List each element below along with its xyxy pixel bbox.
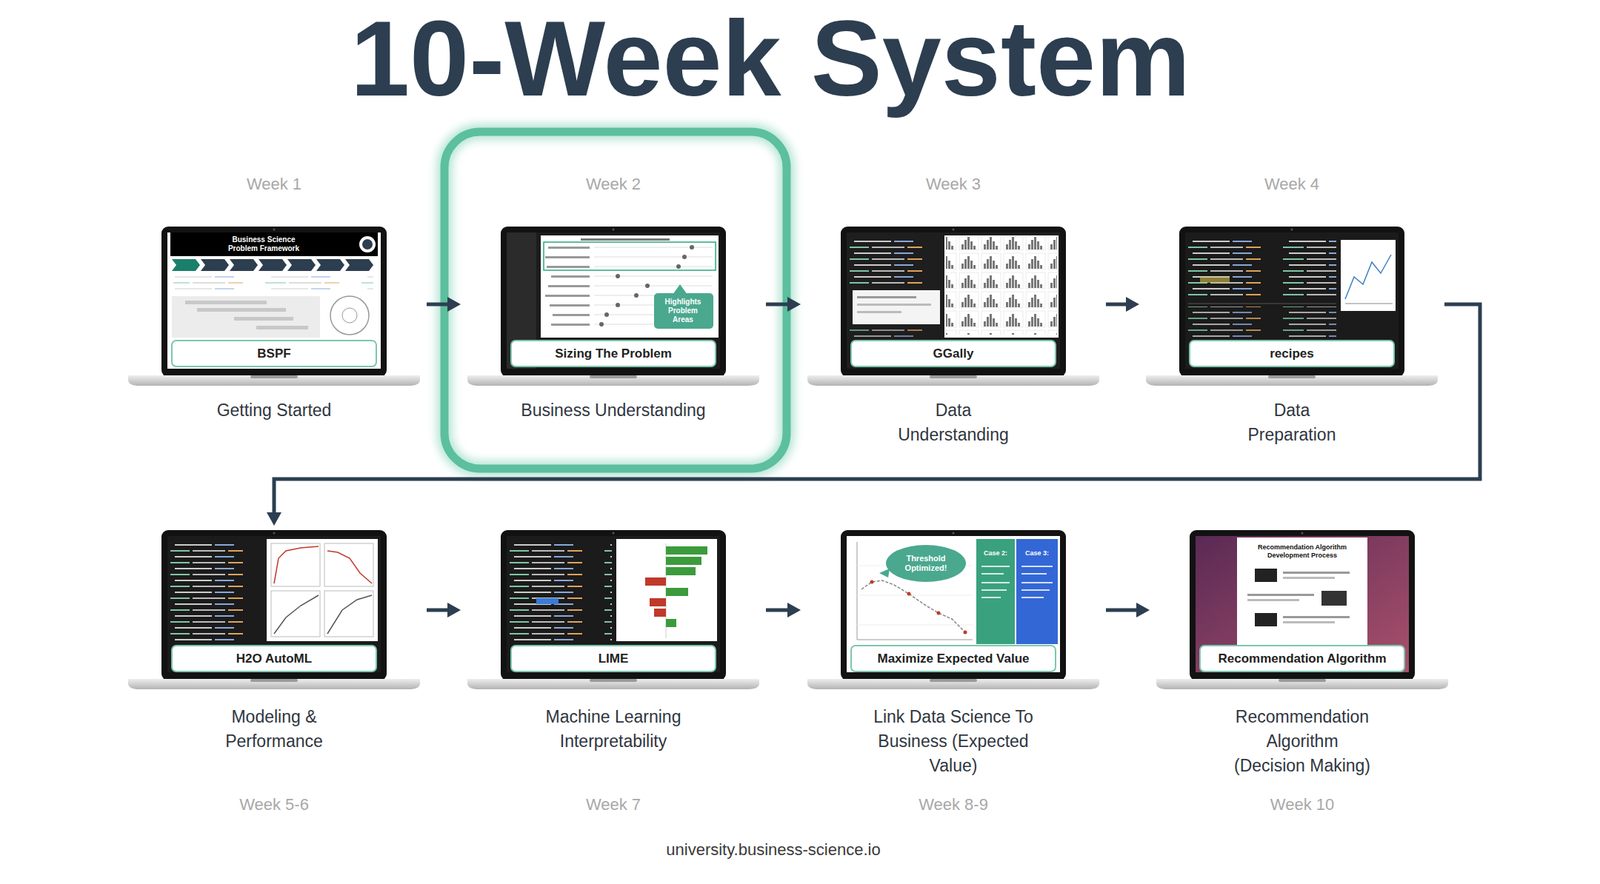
highlight-frame xyxy=(444,131,787,469)
slide-heading: Business Science Problem Framework xyxy=(221,235,307,254)
panel-heading: Case 2: xyxy=(977,549,1015,558)
step-description: Data Understanding xyxy=(890,398,1017,448)
laptop-step: Week 1 BSPF Getting Started xyxy=(125,174,423,426)
step-description: Getting Started xyxy=(217,398,332,423)
arrow-line xyxy=(426,608,449,613)
screen-sizing xyxy=(506,232,720,369)
callout-text: Threshold Optimized! xyxy=(892,554,960,574)
highlight-glow xyxy=(444,131,787,469)
arrow-connector xyxy=(426,602,461,618)
screen-recommendation xyxy=(1195,536,1409,673)
laptop-step: Maximize Expected ValueLink Data Science… xyxy=(805,530,1102,818)
panel-heading: Case 3: xyxy=(1018,549,1056,558)
arrow-connector xyxy=(1105,297,1140,312)
arrow-head xyxy=(266,512,282,526)
week-label: Week 5-6 xyxy=(239,795,309,815)
laptop-step: Recommendation AlgorithmRecommendation A… xyxy=(1154,530,1451,818)
screen-expected-value xyxy=(846,536,1060,673)
laptop xyxy=(467,226,760,386)
screen-caption: Recommendation Algorithm xyxy=(1199,645,1406,673)
step-description: Modeling & Performance xyxy=(214,705,334,755)
week-label: Week 8-9 xyxy=(918,795,989,815)
screen-caption: GGally xyxy=(850,340,1057,368)
laptop-step: Week 3 GGallyData Understanding xyxy=(805,174,1102,451)
screen-ggally xyxy=(846,232,1060,369)
screen-recipes xyxy=(1185,232,1399,369)
laptop xyxy=(1145,226,1438,386)
week-label: Week 10 xyxy=(1270,795,1335,815)
step-description: Business Understanding xyxy=(520,398,706,423)
arrow-line xyxy=(1105,608,1138,613)
laptop xyxy=(807,530,1100,690)
arrow-connector xyxy=(1105,602,1150,618)
week-label: Week 3 xyxy=(925,174,981,195)
laptop-step: LIME Machine Learning InterpretabilityWee… xyxy=(465,530,762,818)
step-description: Link Data Science To Business (Expected … xyxy=(864,705,1043,779)
arrow-connector xyxy=(426,297,461,312)
arrow-line xyxy=(1105,302,1128,307)
arrow-line xyxy=(765,302,789,307)
week-label: Week 7 xyxy=(585,795,641,815)
arrow-head xyxy=(787,602,801,618)
screen-caption: H2O AutoML xyxy=(171,645,378,673)
screen-caption: LIME xyxy=(510,645,717,673)
week-label: Week 2 xyxy=(585,174,641,195)
laptop xyxy=(807,226,1100,386)
caption: university.business-science.io xyxy=(665,840,880,860)
screen-bspf xyxy=(167,232,381,369)
screen-caption: Maximize Expected Value xyxy=(850,645,1057,673)
screen-caption: recipes xyxy=(1188,340,1395,368)
laptop-step: H2O AutoML Modeling & PerformanceWeek 5-6 xyxy=(125,530,423,818)
week-label: Week 4 xyxy=(1264,174,1320,195)
arrow-head xyxy=(447,602,461,618)
arrow-connector xyxy=(266,304,1480,526)
laptop-step: Week 4 recipesData Preparation xyxy=(1143,174,1440,451)
laptop xyxy=(467,530,760,690)
screen-caption: BSPF xyxy=(171,340,378,368)
slide-heading: Recommendation Algorithm Development Pro… xyxy=(1246,543,1358,560)
arrow-connector xyxy=(765,297,801,312)
screen-lime xyxy=(506,536,720,673)
arrow-line xyxy=(274,304,1480,515)
week-label: Week 1 xyxy=(246,174,302,195)
laptop xyxy=(128,226,420,386)
arrow-head xyxy=(787,297,801,312)
step-description: Recommendation Algorithm (Decision Makin… xyxy=(1231,705,1374,779)
arrow-line xyxy=(426,302,449,307)
step-description: Machine Learning Interpretability xyxy=(539,705,688,755)
laptop-step: Week 2 Sizing The ProblemBusiness Underst… xyxy=(465,174,762,426)
arrow-head xyxy=(447,297,461,312)
arrow-line xyxy=(765,608,789,613)
screen-h2o xyxy=(167,536,381,673)
arrow-head xyxy=(1125,297,1140,312)
title: 10-Week System xyxy=(350,5,1191,113)
laptop xyxy=(1156,530,1449,690)
arrow-head xyxy=(1136,602,1150,618)
laptop xyxy=(128,530,420,690)
screen-caption: Sizing The Problem xyxy=(510,340,717,368)
arrow-connector xyxy=(765,602,801,618)
step-description: Data Preparation xyxy=(1236,398,1348,448)
callout-text: Highlights Problem Areas xyxy=(660,297,706,325)
